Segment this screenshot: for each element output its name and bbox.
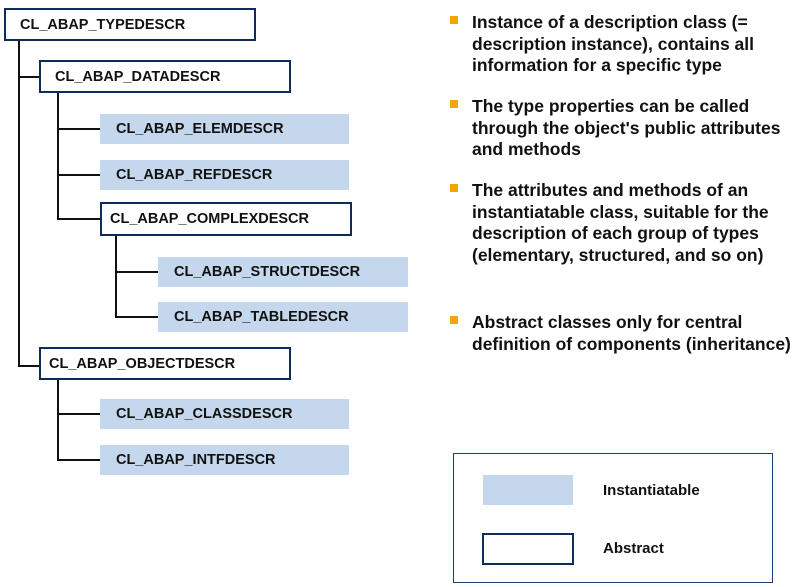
node-datadescr: CL_ABAP_DATADESCR [39,60,291,93]
legend-swatch-abstract [482,533,574,565]
connector-line [57,128,100,130]
connector-line [115,271,158,273]
connector-line [18,365,40,367]
node-complexdescr: CL_ABAP_COMPLEXDESCR [100,202,352,236]
connector-line [18,40,20,367]
bullet-square-icon [450,16,458,24]
connector-line [57,413,100,415]
legend-label-instantiatable: Instantiatable [603,482,700,499]
legend: Instantiatable Abstract [453,453,773,583]
node-intfdescr: CL_ABAP_INTFDESCR [100,445,349,475]
node-refdescr: CL_ABAP_REFDESCR [100,160,349,190]
connector-line [115,236,117,318]
bullet-text: Instance of a description class (= descr… [472,12,755,75]
legend-label-abstract: Abstract [603,540,664,557]
node-elemdescr: CL_ABAP_ELEMDESCR [100,114,349,144]
connector-line [57,380,59,461]
bullet-text: The type properties can be called throug… [472,96,781,159]
connector-line [57,218,100,220]
bullet-text: Abstract classes only for central defini… [472,312,791,354]
connector-line [18,76,40,78]
node-objectdescr: CL_ABAP_OBJECTDESCR [39,347,291,380]
node-structdescr: CL_ABAP_STRUCTDESCR [158,257,408,287]
connector-line [57,93,59,220]
node-typedescr: CL_ABAP_TYPEDESCR [4,8,256,41]
bullet-text: The attributes and methods of an instant… [472,180,769,265]
legend-swatch-instantiatable [483,475,573,505]
connector-line [115,316,158,318]
bullet-square-icon [450,184,458,192]
node-tabledescr: CL_ABAP_TABLEDESCR [158,302,408,332]
connector-line [57,459,100,461]
node-classdescr: CL_ABAP_CLASSDESCR [100,399,349,429]
bullet-square-icon [450,316,458,324]
connector-line [57,174,100,176]
bullet-square-icon [450,100,458,108]
